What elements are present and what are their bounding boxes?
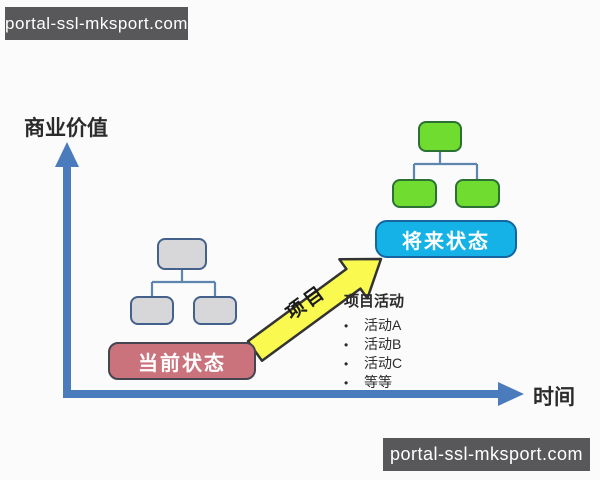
activity-label: 等等 bbox=[364, 374, 392, 390]
activity-label: 活动A bbox=[364, 317, 402, 333]
x-axis bbox=[63, 382, 524, 406]
activity-label: 活动C bbox=[364, 355, 403, 371]
future-org-connectors bbox=[412, 152, 479, 179]
y-axis-arrow-icon bbox=[55, 142, 79, 167]
current-org-root-node bbox=[157, 238, 207, 270]
current-state-box: 当前状态 bbox=[108, 342, 256, 380]
activity-label: 活动B bbox=[364, 336, 402, 352]
y-axis bbox=[55, 142, 79, 394]
x-axis-label: 时间 bbox=[533, 386, 575, 409]
watermark-top: portal-ssl-mksport.com bbox=[5, 7, 188, 40]
current-org-connectors bbox=[150, 270, 217, 296]
activities-title: 项目活动 bbox=[344, 293, 405, 310]
future-org-child-node-left bbox=[392, 179, 437, 208]
list-item: • 活动B bbox=[344, 334, 464, 353]
bullet-icon: • bbox=[344, 319, 349, 333]
list-item: • 等等 bbox=[344, 372, 464, 391]
bullet-icon: • bbox=[344, 357, 349, 371]
list-item: • 活动C bbox=[344, 353, 464, 372]
list-item: • 活动A bbox=[344, 315, 464, 334]
project-arrow-icon bbox=[246, 257, 383, 363]
current-org-child-node-right bbox=[193, 296, 237, 325]
y-axis-label: 商业价值 bbox=[24, 117, 108, 140]
current-org-child-node-left bbox=[130, 296, 174, 325]
bullet-icon: • bbox=[344, 376, 349, 390]
future-state-box: 将来状态 bbox=[375, 220, 517, 258]
future-org-root-node bbox=[418, 121, 462, 152]
project-activities: 项目活动 • 活动A • 活动B • 活动C • 等等 bbox=[344, 290, 464, 391]
future-org-child-node-right bbox=[455, 179, 500, 208]
bullet-icon: • bbox=[344, 338, 349, 352]
x-axis-arrow-icon bbox=[498, 382, 524, 406]
watermark-bottom: portal-ssl-mksport.com bbox=[383, 438, 590, 471]
